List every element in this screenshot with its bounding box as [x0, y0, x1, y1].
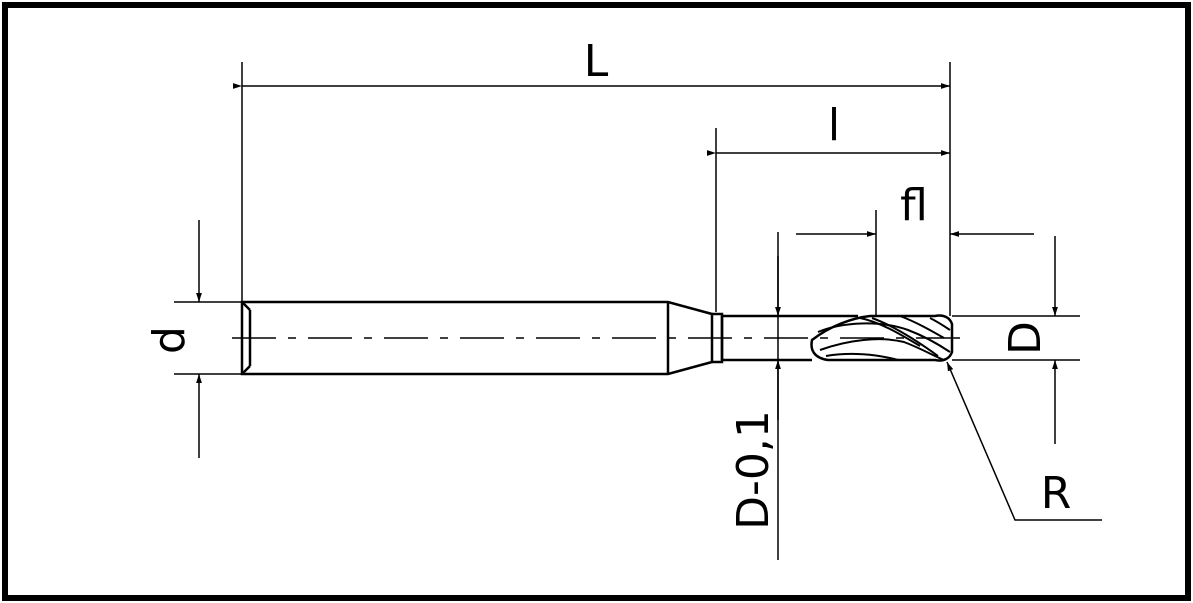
overall-length-label: L — [584, 36, 609, 87]
corner-radius-label: R — [1041, 468, 1072, 519]
cutting-diameter-label: D — [1000, 321, 1051, 355]
flute-length-label: fl — [900, 180, 928, 231]
flutes — [817, 315, 951, 361]
length-below-shank-label: l — [828, 100, 840, 151]
shank-diameter-label: d — [144, 326, 195, 354]
extension-lines — [174, 62, 1080, 560]
dimension-lines — [196, 83, 1102, 521]
neck-diameter-label: D-0,1 — [728, 410, 779, 530]
